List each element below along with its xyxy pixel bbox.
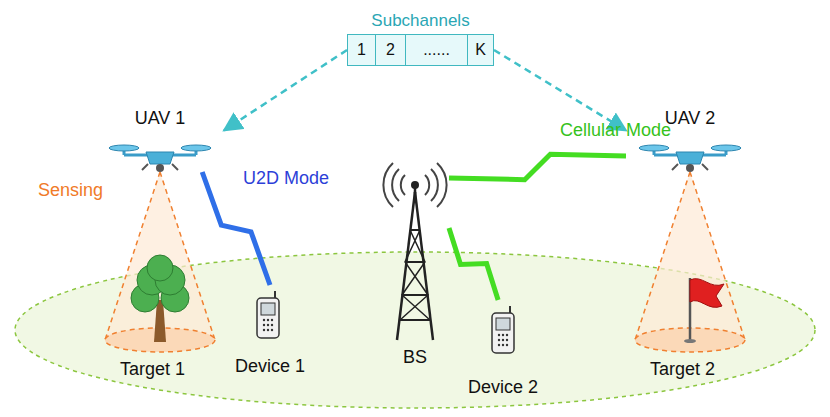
device-node: Device 2 — [454, 300, 552, 398]
node-text: K — [475, 41, 486, 59]
subchannel-cell: 2 — [376, 35, 406, 65]
sensing-label: Sensing — [38, 180, 103, 201]
wireless-link — [202, 172, 270, 285]
subchannel-cell: K — [468, 35, 493, 65]
node-text: BS — [381, 347, 449, 368]
wireless-link — [449, 228, 498, 300]
node-text: 2 — [386, 41, 395, 59]
subchannel-cell: 1 — [348, 35, 376, 65]
subchannel-cell: ...... — [406, 35, 468, 65]
target-label: Target 2 — [650, 359, 715, 380]
wireless-link — [449, 154, 626, 179]
subchannel-bar: Subchannels12......K — [347, 34, 494, 66]
node-text: Device 2 — [454, 377, 552, 398]
node-text: UAV 1 — [96, 108, 224, 129]
target-label: Target 1 — [120, 359, 185, 380]
link-label: Cellular Mode — [560, 120, 671, 141]
device-node: Device 1 — [221, 285, 319, 377]
subchannel-arrow — [494, 50, 626, 130]
node-text: 1 — [357, 41, 366, 59]
node-text: Device 1 — [221, 356, 319, 377]
uav-node: UAV 1 — [96, 108, 224, 172]
node-text: ...... — [423, 41, 450, 59]
node-text: Subchannels — [348, 11, 493, 31]
subchannel-arrow — [224, 50, 347, 130]
base-station-node: BS — [381, 168, 449, 368]
link-label: U2D Mode — [243, 168, 329, 189]
